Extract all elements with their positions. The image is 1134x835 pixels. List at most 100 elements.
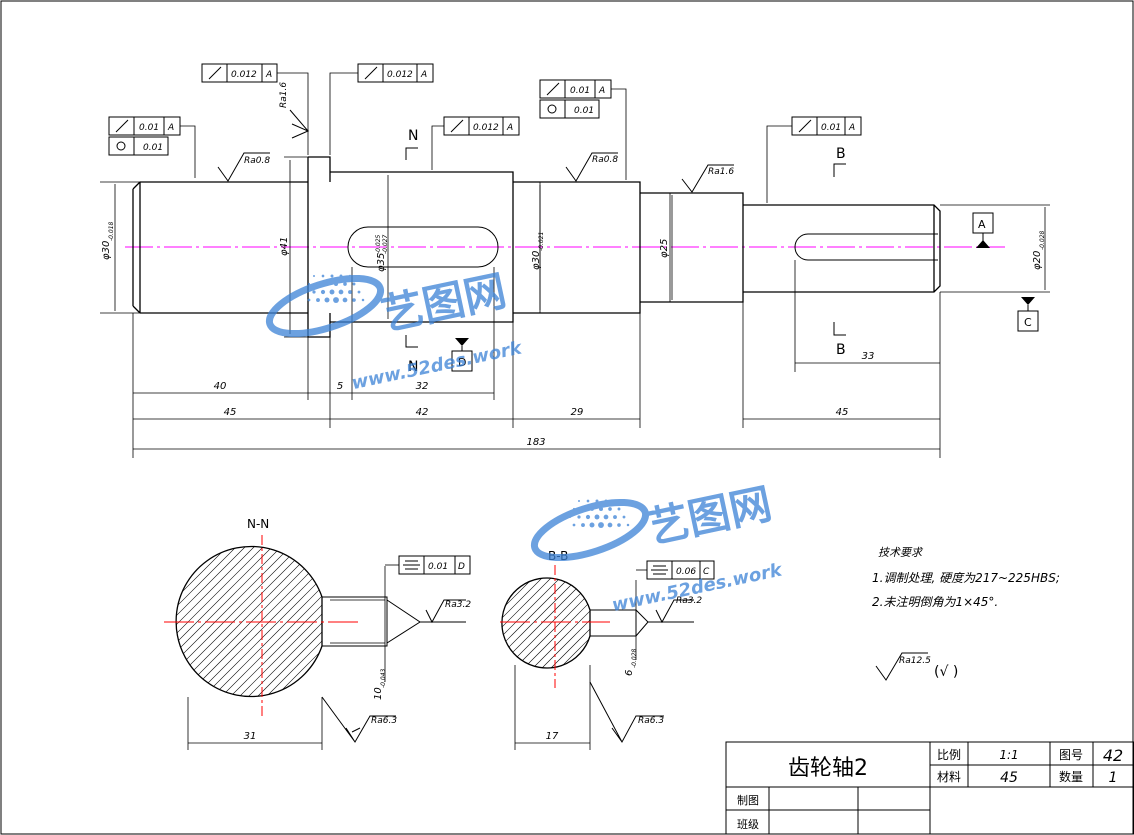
dim-phi30-mid: φ30 xyxy=(531,251,542,270)
quantity-value: 1 xyxy=(1109,770,1118,786)
svg-text:0.01: 0.01 xyxy=(139,123,159,133)
svg-text:0.01: 0.01 xyxy=(570,86,590,96)
section-marker-b-top: B xyxy=(833,146,846,177)
dim-45a: 45 xyxy=(224,407,237,418)
roughness-r4: Ra1.6 xyxy=(681,164,734,193)
dim-32: 32 xyxy=(416,381,429,392)
tolerance-frame-top1: 0.012 A xyxy=(201,63,309,155)
svg-text:0.01: 0.01 xyxy=(574,106,594,116)
svg-text:0.012: 0.012 xyxy=(473,123,499,133)
dim-bb-17: 17 xyxy=(546,731,559,742)
tech-requirements: 技术要求 1.调制处理, 硬度为217~225HBS; 2.未注明倒角为1×45… xyxy=(872,546,1060,681)
svg-text:B: B xyxy=(836,146,846,162)
svg-text:Ra0.8: Ra0.8 xyxy=(244,156,270,166)
svg-text:A: A xyxy=(420,70,427,80)
dim-phi35-tol-bot: -0.027 xyxy=(382,234,389,254)
dim-nn-31: 31 xyxy=(244,731,257,742)
datum-c: C xyxy=(1017,297,1039,332)
svg-text:A: A xyxy=(978,218,986,231)
svg-text:www.52des.work: www.52des.work xyxy=(350,337,525,394)
dim-phi25: φ25 xyxy=(659,239,670,258)
svg-text:N: N xyxy=(408,128,418,144)
tech-line2: 2.未注明倒角为1×45°. xyxy=(872,595,998,609)
svg-text:N-N: N-N xyxy=(247,517,269,531)
keyway-slot-right xyxy=(794,233,938,261)
watermark-2: 艺图网 www.52des.work xyxy=(530,479,785,616)
dim-40: 40 xyxy=(214,381,227,392)
dim-183: 183 xyxy=(526,437,545,448)
svg-text:Ra3.2: Ra3.2 xyxy=(676,596,702,606)
svg-text:A: A xyxy=(598,86,605,96)
svg-text:A: A xyxy=(506,123,513,133)
svg-text:D: D xyxy=(458,356,466,369)
diameter-dim-lines xyxy=(114,160,1046,334)
dim-42: 42 xyxy=(416,407,429,418)
svg-text:N: N xyxy=(408,359,418,375)
svg-text:A: A xyxy=(848,123,855,133)
svg-text:艺图网: 艺图网 xyxy=(642,479,775,553)
section-marker-n-bottom: N xyxy=(405,335,418,375)
svg-text:艺图网: 艺图网 xyxy=(377,266,510,340)
keyway-slot xyxy=(347,226,499,268)
general-roughness: Ra12.5 xyxy=(899,656,931,666)
svg-text:B: B xyxy=(836,342,846,358)
dim-33: 33 xyxy=(862,351,875,362)
svg-text:Ra1.6: Ra1.6 xyxy=(279,82,289,108)
rest-note: (√ ) xyxy=(934,664,958,680)
scale-label: 比例 xyxy=(937,748,961,762)
length-dim-lines xyxy=(133,362,940,450)
dim-phi30-mid-tol: -0.021 xyxy=(538,232,545,251)
dim-phi20: φ20 xyxy=(1032,251,1043,270)
svg-text:Ra3.2: Ra3.2 xyxy=(445,600,471,610)
material-value: 45 xyxy=(1000,770,1018,786)
svg-text:D: D xyxy=(458,562,465,572)
svg-text:-0.043: -0.043 xyxy=(380,668,387,688)
quantity-label: 数量 xyxy=(1059,769,1083,784)
roughness-r1: Ra1.6 xyxy=(279,82,310,139)
svg-text:0.01: 0.01 xyxy=(428,562,448,572)
dim-phi41: φ41 xyxy=(279,237,290,256)
review-label: 班级 xyxy=(737,818,759,831)
section-nn: N-N 31 10 -0.043 0.01 D xyxy=(164,517,471,750)
svg-text:10: 10 xyxy=(373,687,384,700)
shaft-view xyxy=(125,156,1005,338)
tolerance-frame-keyway: 0.012 A xyxy=(431,116,520,170)
dim-phi35: φ35 xyxy=(376,253,387,272)
dim-45b: 45 xyxy=(836,407,849,418)
dim-phi30-left-tol: -0.018 xyxy=(108,221,115,241)
svg-text:Ra1.6: Ra1.6 xyxy=(708,167,734,177)
svg-text:0.01: 0.01 xyxy=(143,143,163,153)
section-marker-b-bottom: B xyxy=(833,322,846,358)
tech-line1: 1.调制处理, 硬度为217~225HBS; xyxy=(872,571,1060,585)
roughness-r2: Ra0.8 xyxy=(217,152,270,182)
dim-29: 29 xyxy=(571,407,584,418)
dim-phi30-left: φ30 xyxy=(101,241,112,260)
svg-text:-0.028: -0.028 xyxy=(631,648,638,668)
svg-text:0.06: 0.06 xyxy=(676,567,696,577)
svg-text:A: A xyxy=(265,70,272,80)
watermark-1: 艺图网 www.52des.work xyxy=(265,266,525,394)
svg-text:C: C xyxy=(703,567,710,577)
svg-text:C: C xyxy=(1024,316,1032,329)
datum-a: A xyxy=(972,212,994,248)
section-marker-n-top: N xyxy=(405,128,418,160)
drawing-no-label: 图号 xyxy=(1059,748,1083,762)
datum-d: D xyxy=(451,338,473,372)
dim-phi20-tol: -0.028 xyxy=(1039,230,1046,250)
tolerance-frame-top2: 0.012 A xyxy=(329,63,434,155)
svg-text:0.012: 0.012 xyxy=(387,70,413,80)
svg-text:A: A xyxy=(167,123,174,133)
tolerance-frame-left: 0.01 A 0.01 xyxy=(108,116,196,178)
drawing-no-value: 42 xyxy=(1103,746,1123,765)
material-label: 材料 xyxy=(937,770,961,784)
svg-text:0.012: 0.012 xyxy=(231,70,257,80)
svg-text:Ra0.8: Ra0.8 xyxy=(592,155,618,165)
svg-text:Ra6.3: Ra6.3 xyxy=(638,716,664,726)
tolerance-frame-mid: 0.01 A 0.01 xyxy=(539,79,627,180)
drawn-label: 制图 xyxy=(737,794,759,807)
svg-text:0.01: 0.01 xyxy=(821,123,841,133)
part-name: 齿轮轴2 xyxy=(788,756,868,781)
dim-5: 5 xyxy=(337,381,343,392)
